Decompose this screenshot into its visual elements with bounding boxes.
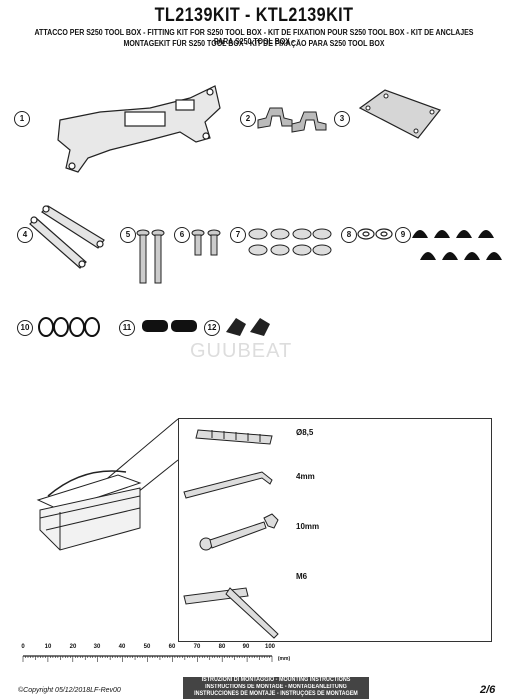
- page-number: 2/6: [480, 684, 496, 696]
- tools-panel: [178, 418, 492, 642]
- footer-line-1: ISTRUZIONI DI MONTAGGIO - MOUNTING INSTR…: [201, 677, 351, 683]
- subtitle-line-1: ATTACCO PER S250 TOOL BOX - FITTING KIT …: [34, 28, 474, 46]
- footer-bar: [183, 677, 369, 699]
- parts-illustration: [29, 85, 502, 337]
- ruler: [22, 655, 273, 662]
- part-number-6: 6: [174, 227, 190, 243]
- part-number-10: 10: [17, 320, 33, 336]
- ruler-tick-label: 90: [242, 644, 250, 650]
- ruler-tick-label: 0: [21, 644, 25, 650]
- part-number-8: 8: [341, 227, 357, 243]
- part-number-1: 1: [14, 111, 30, 127]
- ruler-tick-label: 70: [193, 644, 201, 650]
- part-number-3: 3: [334, 111, 350, 127]
- rubber-pads-drawing: [142, 320, 197, 332]
- ruler-tick-label: 60: [168, 644, 176, 650]
- allen-key-label: 4mm: [296, 472, 315, 481]
- long-screws-drawing: [136, 229, 165, 284]
- bracket-part-drawing: [57, 85, 221, 173]
- tap-label: M6: [296, 572, 308, 581]
- cap-nuts-drawing: [412, 230, 502, 260]
- part-number-2: 2: [240, 111, 256, 127]
- footer-line-3: INSTRUCCIONES DE MONTAJE - INSTRUÇÕES DE…: [194, 691, 358, 697]
- part-number-7: 7: [230, 227, 246, 243]
- u-clamp-drawing: [257, 107, 327, 133]
- washers-drawing: [357, 228, 393, 240]
- part-number-9: 9: [395, 227, 411, 243]
- ruler-tick-label: 10: [44, 644, 52, 650]
- watermark: GUUBEAT: [190, 340, 293, 362]
- ruler-tick-label: 50: [143, 644, 151, 650]
- short-screws-drawing: [191, 229, 221, 256]
- spacer-bars-drawing: [29, 205, 105, 269]
- tools-drawing: [183, 429, 279, 639]
- part-number-11: 11: [119, 320, 135, 336]
- copyright: ©Copyright 05/12/2018LF-Rev00: [18, 687, 121, 694]
- o-rings-drawing: [38, 317, 100, 337]
- document-title: TL2139KIT - KTL2139KIT: [154, 5, 354, 26]
- ruler-tick-label: 80: [218, 644, 226, 650]
- plate-drawing: [358, 89, 441, 139]
- ruler-tick-label: 40: [118, 644, 126, 650]
- part-number-5: 5: [120, 227, 136, 243]
- footer-line-2: INSTRUCTIONS DE MONTAGE - MONTAGEANLEITU…: [205, 684, 347, 690]
- flange-nuts-drawing: [248, 228, 332, 256]
- ruler-tick-label: 30: [93, 644, 101, 650]
- ruler-tick-label: 20: [69, 644, 77, 650]
- ruler-tick-label: 100: [264, 644, 276, 650]
- part-number-12: 12: [204, 320, 220, 336]
- subtitle-line-2: MONTAGEKIT FÜR S250 TOOL BOX - KIT DE FI…: [123, 39, 385, 48]
- angled-pads-drawing: [226, 318, 270, 336]
- hex-key-label: Ø8,5: [296, 428, 314, 437]
- toolbox-illustration: [36, 418, 179, 551]
- part-number-4: 4: [17, 227, 33, 243]
- ruler-unit: (mm): [277, 656, 291, 662]
- wrench-label: 10mm: [296, 522, 320, 531]
